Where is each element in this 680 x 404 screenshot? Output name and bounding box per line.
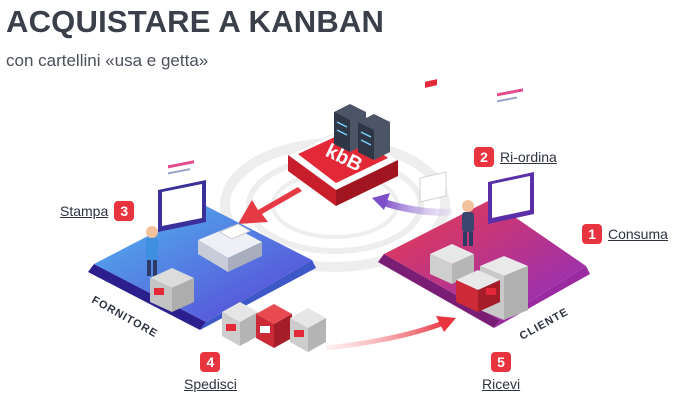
step-label[interactable]: Stampa (60, 203, 109, 219)
client-label: CLIENTE (518, 306, 571, 343)
step-label[interactable]: Ricevi (482, 376, 521, 392)
step-ricevi[interactable]: 5 Ricevi (482, 352, 520, 392)
step-label[interactable]: Ri-ordina (500, 149, 557, 165)
step-number-badge: 5 (491, 352, 512, 372)
page-title: ACQUISTARE A KANBAN (6, 4, 385, 39)
step-number-badge: 3 (114, 201, 135, 221)
step-number-badge: 4 (200, 352, 221, 372)
arrow-supplier-to-client (325, 316, 456, 351)
step-label[interactable]: Spedisci (184, 376, 237, 392)
kbb-server: kbB (287, 104, 399, 206)
step-consuma[interactable]: 1 Consuma (582, 224, 668, 244)
step-spedisci[interactable]: 4 Spedisci (184, 352, 237, 392)
client-platform: CLIENTE (378, 79, 590, 343)
page-subtitle: con cartellini «usa e getta» (6, 51, 209, 70)
step-ri-ordina[interactable]: 2 Ri-ordina (474, 147, 557, 167)
step-number-badge: 1 (582, 224, 602, 244)
arrow-client-to-server (372, 193, 453, 216)
step-stampa[interactable]: Stampa 3 (60, 201, 135, 221)
step-label[interactable]: Consuma (608, 226, 668, 242)
shipping-boxes (222, 302, 326, 352)
step-number-badge: 2 (474, 147, 494, 167)
arrow-server-to-supplier (238, 187, 302, 224)
